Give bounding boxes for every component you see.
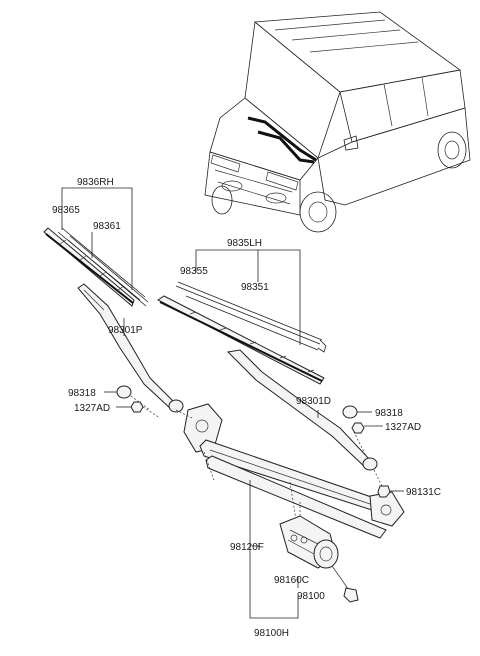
wiper-linkage bbox=[175, 403, 405, 539]
rh-wiper-arm bbox=[77, 283, 184, 413]
left-cap-nut bbox=[104, 385, 161, 419]
label-98160C: 98160C bbox=[274, 575, 309, 586]
label-9836RH: 9836RH bbox=[77, 177, 114, 188]
label-98131C: 98131C bbox=[406, 487, 441, 498]
label-98318-right: 98318 bbox=[375, 408, 403, 419]
label-9835LH: 9835LH bbox=[227, 238, 262, 249]
label-98301P: 98301P bbox=[108, 325, 143, 336]
label-98361: 98361 bbox=[93, 221, 121, 232]
label-98100: 98100 bbox=[297, 591, 325, 602]
label-98355: 98355 bbox=[180, 266, 208, 277]
leader-lines bbox=[249, 480, 299, 619]
label-98301D: 98301D bbox=[296, 396, 331, 407]
label-98100H: 98100H bbox=[254, 628, 289, 639]
label-98365: 98365 bbox=[52, 205, 80, 216]
lh-blade-assembly bbox=[157, 249, 327, 385]
right-cap-nut bbox=[342, 405, 383, 457]
label-98351: 98351 bbox=[241, 282, 269, 293]
label-1327AD-left: 1327AD bbox=[74, 403, 110, 414]
wiper-motor bbox=[279, 500, 359, 603]
label-98120F: 98120F bbox=[230, 542, 264, 553]
label-1327AD-right: 1327AD bbox=[385, 422, 421, 433]
lh-wiper-arm bbox=[226, 349, 378, 471]
callout-labels: 9836RH 98365 98361 98301P 98318 1327AD 9… bbox=[52, 177, 441, 639]
car-illustration bbox=[204, 11, 471, 233]
rh-blade-assembly bbox=[43, 187, 149, 307]
label-98318-left: 98318 bbox=[68, 388, 96, 399]
